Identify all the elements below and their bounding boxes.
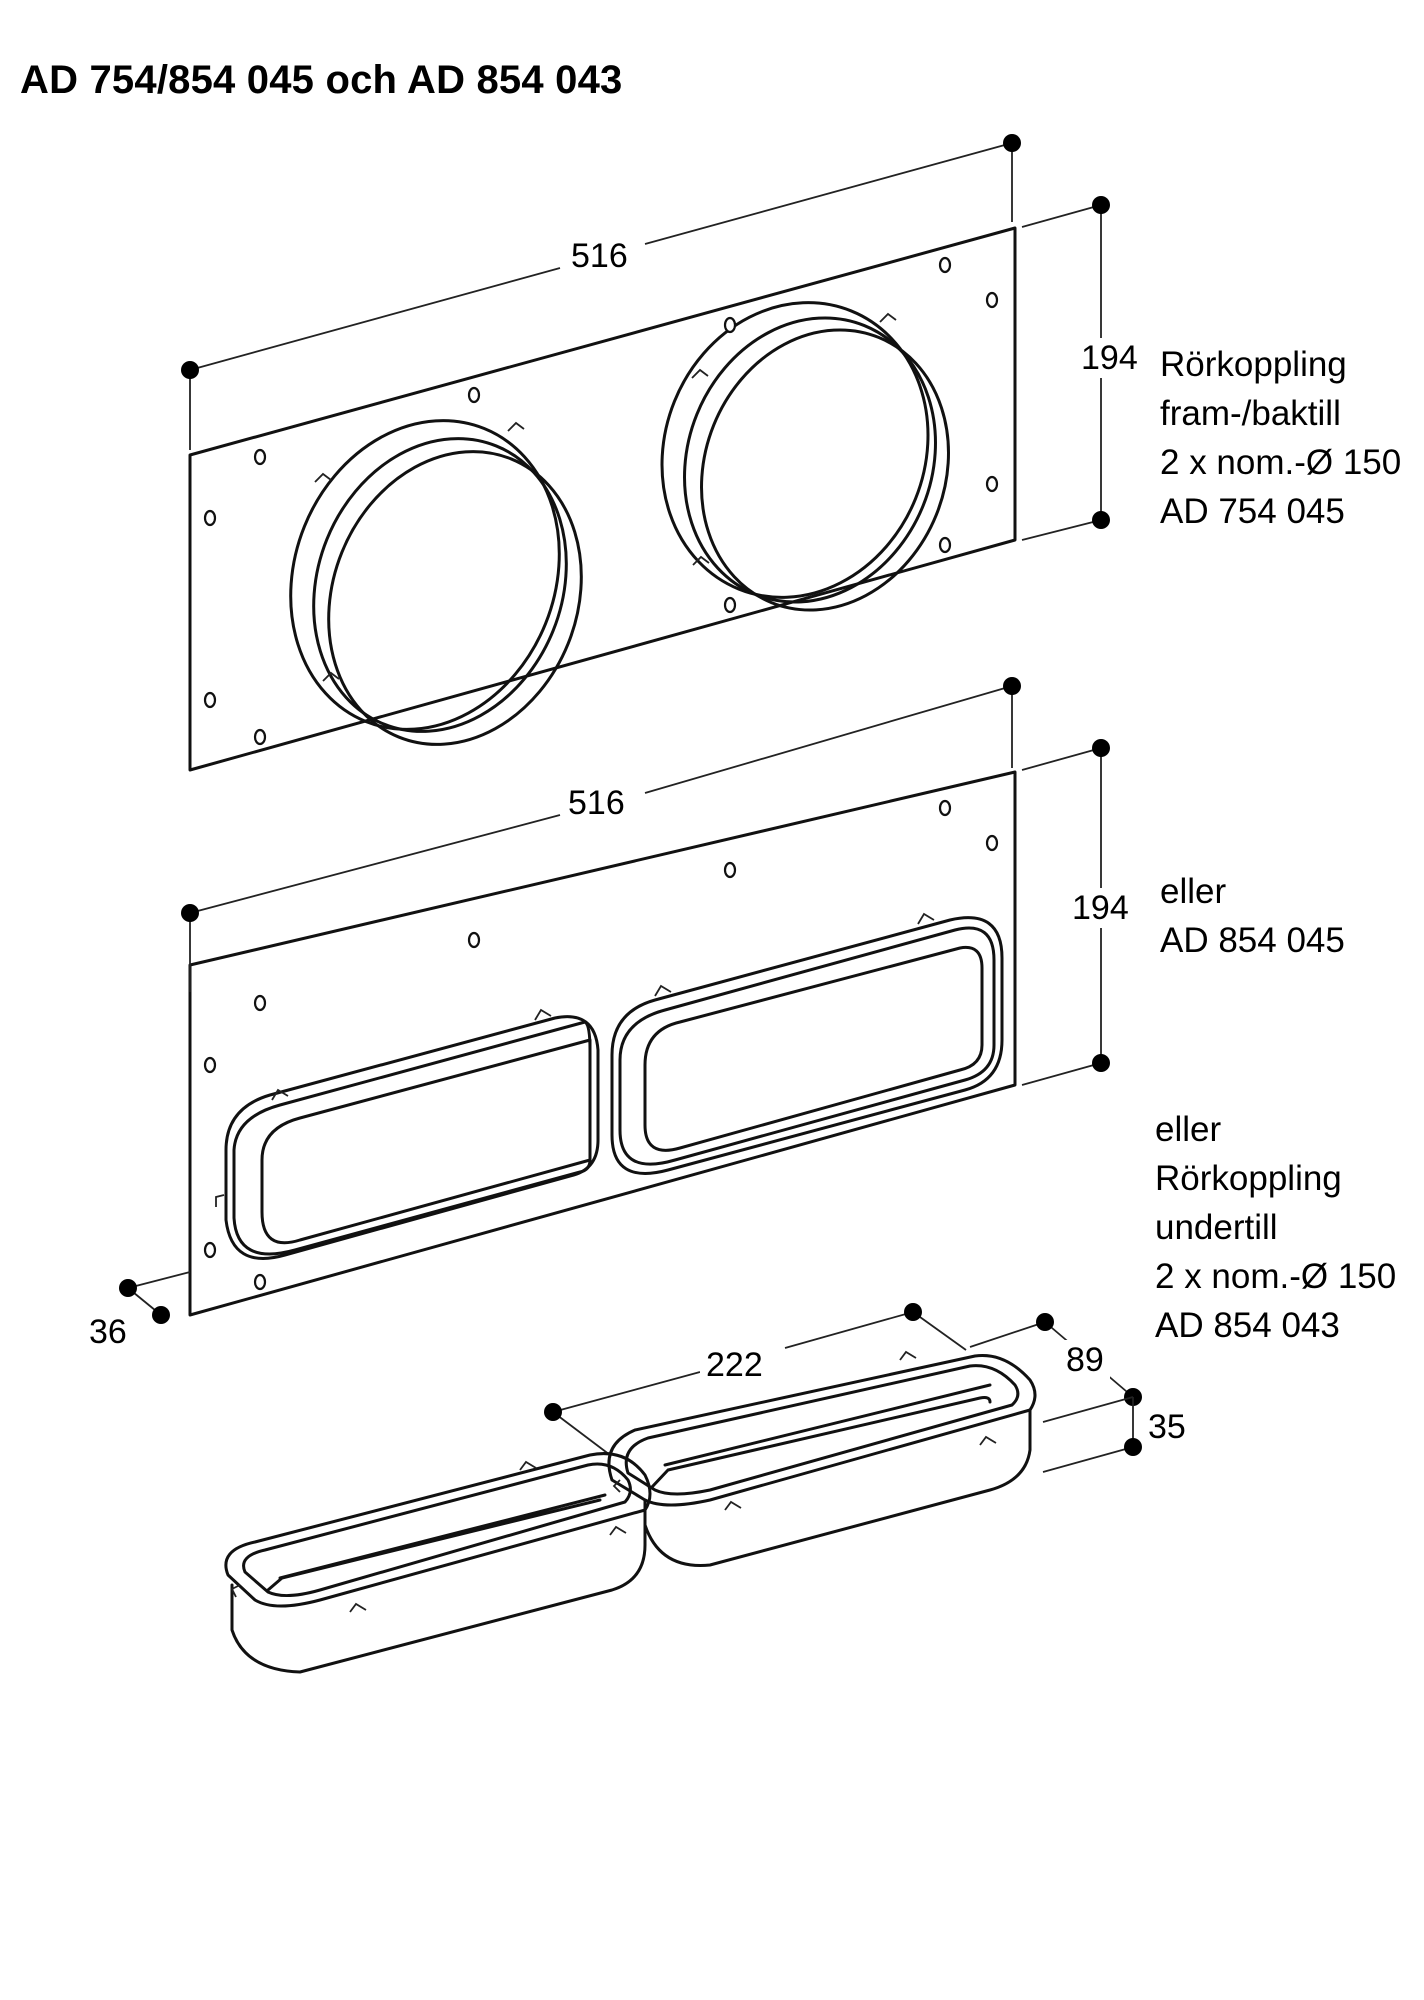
bottom-height-extension-line xyxy=(1042,1396,1134,1423)
dimension-dot xyxy=(1092,739,1110,757)
top-plate-outline xyxy=(188,226,1017,772)
round-collar-right xyxy=(660,301,950,612)
mid-width-label: 516 xyxy=(562,783,631,823)
rect-collar-left xyxy=(215,1008,600,1260)
bottom-length-dimension-line xyxy=(784,1311,914,1349)
top-height-label: 194 xyxy=(1075,338,1144,378)
note-top: Rörkoppling fram-/baktill 2 x nom.-Ø 150… xyxy=(1160,340,1401,536)
bottom-collar-left xyxy=(224,1452,652,1674)
dimension-dot xyxy=(904,1303,922,1321)
bottom-collars xyxy=(224,1303,1142,1674)
note-line: undertill xyxy=(1155,1208,1278,1247)
bottom-length-extension-line xyxy=(552,1411,611,1456)
top-width-label: 516 xyxy=(565,236,634,276)
note-line: 2 x nom.-Ø 150 xyxy=(1155,1257,1397,1296)
note-line: Rörkoppling xyxy=(1160,345,1347,384)
page-title: AD 754/854 045 och AD 854 043 xyxy=(20,58,623,102)
note-line: Rörkoppling xyxy=(1155,1159,1342,1198)
rect-collar-right xyxy=(610,912,1004,1175)
note-line: fram-/baktill xyxy=(1160,394,1341,433)
note-line: 2 x nom.-Ø 150 xyxy=(1160,443,1402,482)
middle-plate xyxy=(119,677,1110,1324)
dimension-dot xyxy=(119,1279,137,1297)
note-line: AD 854 045 xyxy=(1160,921,1345,960)
bottom-length-label: 222 xyxy=(700,1345,769,1385)
top-width-dimension-line xyxy=(189,267,561,371)
mid-width-dimension-line xyxy=(644,685,1013,794)
mid-height-extension-line xyxy=(1021,747,1102,771)
note-line: eller xyxy=(1160,872,1227,911)
note-bottom: eller Rörkoppling undertill 2 x nom.-Ø 1… xyxy=(1155,1105,1396,1350)
dimension-dot xyxy=(181,361,199,379)
note-line: AD 854 043 xyxy=(1155,1306,1340,1345)
note-line: AD 754 045 xyxy=(1160,492,1345,531)
round-collar-left xyxy=(289,419,583,746)
bottom-height-label: 35 xyxy=(1142,1407,1192,1447)
bottom-width-extension-line xyxy=(969,1321,1046,1348)
bottom-width-label: 89 xyxy=(1060,1340,1110,1380)
dimension-dot xyxy=(1092,511,1110,529)
bottom-length-extension-line xyxy=(912,1311,967,1351)
depth-extension-line xyxy=(127,1271,191,1289)
screw-holes xyxy=(203,256,999,746)
dimension-dot xyxy=(181,904,199,922)
dimension-dot xyxy=(1092,1054,1110,1072)
top-height-extension-line xyxy=(1021,204,1102,228)
dimension-dot xyxy=(152,1306,170,1324)
dimension-dot xyxy=(1124,1438,1142,1456)
mid-height-extension-line xyxy=(1021,1062,1102,1086)
middle-plate-outline xyxy=(188,770,1017,1317)
depth-label: 36 xyxy=(83,1312,133,1352)
bottom-height-extension-line xyxy=(1042,1446,1134,1473)
top-width-dimension-line xyxy=(644,142,1013,245)
dimension-dot xyxy=(1003,677,1021,695)
mid-height-label: 194 xyxy=(1066,888,1135,928)
mid-width-dimension-line xyxy=(189,814,561,914)
dimension-dot xyxy=(544,1403,562,1421)
note-line: eller xyxy=(1155,1110,1222,1149)
top-plate xyxy=(181,134,1110,772)
screw-holes xyxy=(203,799,999,1291)
bottom-length-dimension-line xyxy=(552,1371,701,1413)
dimension-dot xyxy=(1092,196,1110,214)
dimension-dot xyxy=(1003,134,1021,152)
dimension-dot xyxy=(1036,1313,1054,1331)
note-mid: eller AD 854 045 xyxy=(1160,867,1345,965)
bottom-collar-right xyxy=(607,1350,1037,1567)
top-height-extension-line xyxy=(1021,519,1102,541)
